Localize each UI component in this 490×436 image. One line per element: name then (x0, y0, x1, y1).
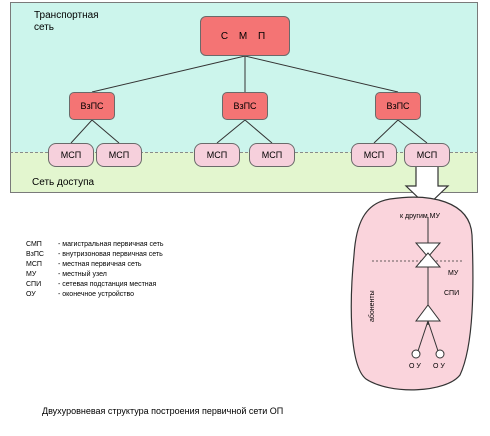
msp-node: МСП (249, 143, 295, 167)
ou-circle-1 (411, 349, 421, 359)
link-vzps3-msp6 (397, 119, 428, 144)
link-smp-vzps-3 (244, 55, 399, 93)
access-network-label: Сеть доступа (32, 177, 95, 188)
legend-abbr: МУ (26, 271, 37, 278)
legend-item: МСП - местная первичная сеть (26, 260, 142, 269)
local-node-detail (350, 196, 474, 391)
link-smp-vzps-1 (91, 55, 246, 93)
vzps-node: ВзПС (222, 92, 268, 120)
link-vzps2-msp4 (244, 119, 273, 144)
mu-triangle-top (414, 242, 442, 258)
zoom-arrow (404, 163, 450, 207)
figure-caption: Двухуровневая структура построения перви… (42, 406, 284, 416)
legend-abbr: СПИ (26, 281, 42, 288)
ou-label: О У (409, 363, 421, 370)
transport-network-label: Транспортная сеть (34, 10, 99, 33)
msp-node: МСП (48, 143, 94, 167)
msp-node: МСП (96, 143, 142, 167)
ou-label: О У (433, 363, 445, 370)
legend-desc: - внутризоновая первичная сеть (58, 251, 163, 258)
mu-label: МУ (448, 270, 459, 277)
legend-abbr: МСП (26, 261, 42, 268)
vzps-node: ВзПС (375, 92, 421, 120)
msp-node: МСП (194, 143, 240, 167)
legend-desc: - местный узел (58, 271, 107, 278)
mu-triangle-bottom (414, 252, 442, 268)
legend-desc: - оконечное устройство (58, 291, 135, 298)
legend-desc: - сетевая подстанция местная (58, 281, 157, 288)
ou-circle-2 (435, 349, 445, 359)
legend-abbr: ВзПС (26, 251, 44, 258)
msp-node: МСП (351, 143, 397, 167)
link-vzps1-msp2 (91, 119, 120, 144)
subscribers-label: абоненты (369, 290, 376, 322)
smp-node: С М П (200, 16, 290, 56)
legend-item: СМП - магистральная первичная сеть (26, 240, 164, 249)
legend-item: ВзПС - внутризоновая первичная сеть (26, 250, 163, 259)
legend-abbr: ОУ (26, 291, 36, 298)
spi-label: СПИ (444, 290, 460, 297)
vzps-node: ВзПС (69, 92, 115, 120)
detail-outline (350, 196, 474, 391)
link-vzps2-msp3 (216, 119, 246, 144)
branch-ou-1 (417, 320, 429, 352)
msp-node: МСП (404, 143, 450, 167)
legend-item: ОУ - оконечное устройство (26, 290, 134, 299)
legend-abbr: СМП (26, 241, 42, 248)
link-vzps1-msp1 (70, 119, 93, 144)
branch-ou-2 (427, 320, 439, 352)
legend-desc: - магистральная первичная сеть (58, 241, 164, 248)
link-vzps3-msp5 (373, 119, 399, 144)
to-other-mu-label: к другим МУ (400, 213, 440, 220)
legend-item: СПИ - сетевая подстанция местная (26, 280, 156, 289)
legend-item: МУ - местный узел (26, 270, 107, 279)
legend-desc: - местная первичная сеть (58, 261, 142, 268)
